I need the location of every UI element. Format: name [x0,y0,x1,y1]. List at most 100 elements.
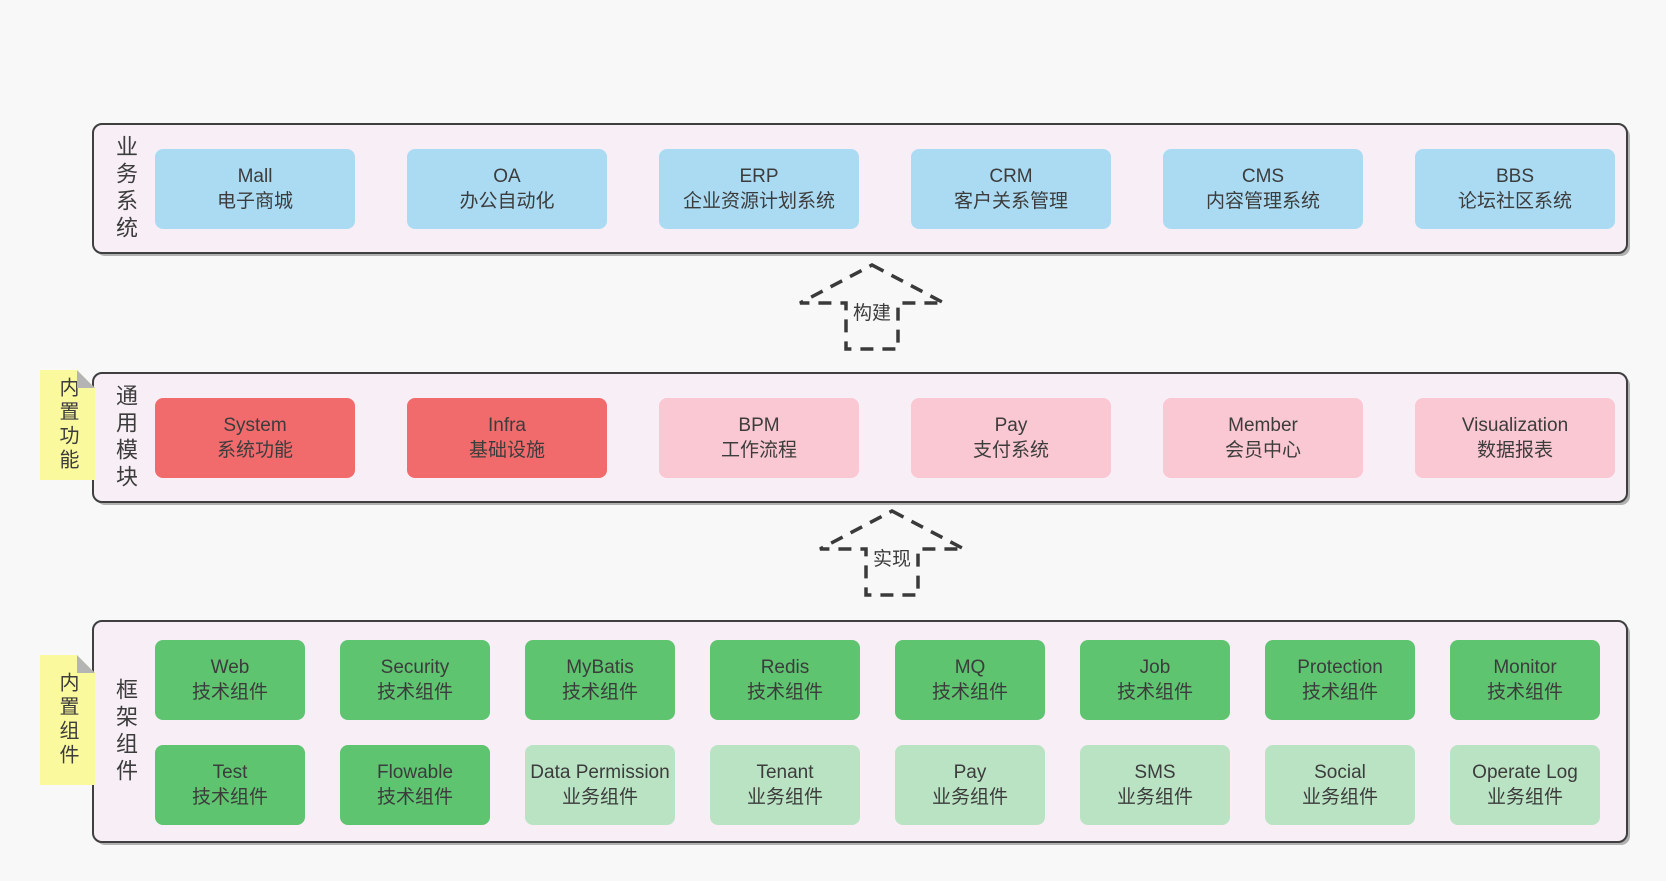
box-web: Web 技术组件 [155,640,305,720]
box-desc: 技术组件 [931,682,1008,703]
box-desc: 技术组件 [1301,682,1378,703]
modules-boxes-row: System 系统功能 Infra 基础设施 BPM 工作流程 Pay 支付系统… [155,374,1615,501]
box-name: Pay [953,762,987,783]
box-pay: Pay 支付系统 [911,397,1111,478]
box-cms: CMS 内容管理系统 [1163,148,1363,229]
box-name: Job [1139,657,1171,678]
box-protection: Protection 技术组件 [1265,640,1415,720]
box-erp: ERP 企业资源计划系统 [659,148,859,229]
components-row-1: Web 技术组件 Security 技术组件 MyBatis 技术组件 Redi… [155,640,1600,720]
box-name: SMS [1134,762,1176,783]
box-desc: 办公自动化 [459,190,555,212]
layer-label-business: 业务系统 [113,134,138,243]
box-name: Member [1228,414,1298,436]
arrow-implement: 实现 [817,508,967,598]
layer-label-modules: 通用模块 [113,383,138,492]
box-data-permission: Data Permission 业务组件 [525,745,675,825]
box-flowable: Flowable 技术组件 [340,745,490,825]
box-sms: SMS 业务组件 [1080,745,1230,825]
box-member: Member 会员中心 [1163,397,1363,478]
box-desc: 技术组件 [191,682,268,703]
box-name: Security [380,657,450,678]
box-redis: Redis 技术组件 [710,640,860,720]
box-security: Security 技术组件 [340,640,490,720]
sticky-note-built-in-functions: 内置功能 [40,370,95,480]
box-name: BPM [738,414,780,436]
box-name: CRM [989,165,1033,187]
box-pay-business: Pay 业务组件 [895,745,1045,825]
box-desc: 系统功能 [216,439,293,461]
box-desc: 技术组件 [1486,682,1563,703]
box-mq: MQ 技术组件 [895,640,1045,720]
box-test: Test 技术组件 [155,745,305,825]
layer-common-modules: 通用模块 System 系统功能 Infra 基础设施 BPM 工作流程 Pay… [92,372,1628,503]
box-name: Tenant [756,762,814,783]
box-desc: 基础设施 [468,439,545,461]
sticky-text: 内置组件 [56,672,78,768]
box-desc: 客户关系管理 [953,190,1068,212]
up-arrow-icon [799,263,945,351]
box-mall: Mall 电子商城 [155,148,355,229]
box-mybatis: MyBatis 技术组件 [525,640,675,720]
arrow-implement-label: 实现 [869,544,915,571]
box-desc: 会员中心 [1224,439,1301,461]
arrow-build-label: 构建 [849,298,895,325]
box-name: Redis [760,657,810,678]
components-rows: Web 技术组件 Security 技术组件 MyBatis 技术组件 Redi… [155,640,1600,825]
sticky-note-built-in-components: 内置组件 [40,655,95,785]
box-monitor: Monitor 技术组件 [1450,640,1600,720]
box-name: Social [1314,762,1366,783]
box-desc: 业务组件 [561,787,638,808]
box-name: CMS [1241,165,1285,187]
box-name: Monitor [1493,657,1557,678]
box-job: Job 技术组件 [1080,640,1230,720]
box-desc: 技术组件 [376,787,453,808]
box-name: Test [212,762,248,783]
layer-business-systems: 业务系统 Mall 电子商城 OA 办公自动化 ERP 企业资源计划系统 CRM… [92,123,1628,254]
components-row-2: Test 技术组件 Flowable 技术组件 Data Permission … [155,745,1600,825]
box-social: Social 业务组件 [1265,745,1415,825]
box-operate-log: Operate Log 业务组件 [1450,745,1600,825]
box-desc: 内容管理系统 [1205,190,1320,212]
box-desc: 技术组件 [746,682,823,703]
box-name: Data Permission [530,762,670,783]
box-oa: OA 办公自动化 [407,148,607,229]
box-desc: 支付系统 [972,439,1049,461]
box-name: ERP [739,165,779,187]
box-name: Pay [994,414,1028,436]
box-bpm: BPM 工作流程 [659,397,859,478]
up-arrow-icon [819,509,965,597]
box-desc: 数据报表 [1476,439,1553,461]
box-name: Operate Log [1472,762,1578,783]
box-desc: 企业资源计划系统 [682,190,835,212]
box-name: Infra [487,414,527,436]
box-desc: 业务组件 [1116,787,1193,808]
box-name: OA [493,165,521,187]
business-boxes-row: Mall 电子商城 OA 办公自动化 ERP 企业资源计划系统 CRM 客户关系… [155,125,1615,252]
box-visualization: Visualization 数据报表 [1415,397,1615,478]
box-name: MQ [954,657,986,678]
box-name: Flowable [376,762,454,783]
box-desc: 论坛社区系统 [1457,190,1572,212]
box-name: MyBatis [566,657,634,678]
box-name: System [223,414,287,436]
box-bbs: BBS 论坛社区系统 [1415,148,1615,229]
layer-label-components: 框架组件 [113,677,138,786]
box-desc: 业务组件 [1486,787,1563,808]
box-desc: 技术组件 [1116,682,1193,703]
arrow-build: 构建 [797,262,947,352]
box-desc: 业务组件 [746,787,823,808]
box-name: Visualization [1461,414,1569,436]
box-tenant: Tenant 业务组件 [710,745,860,825]
box-desc: 技术组件 [376,682,453,703]
box-desc: 技术组件 [561,682,638,703]
box-system: System 系统功能 [155,397,355,478]
box-desc: 电子商城 [216,190,293,212]
box-name: BBS [1495,165,1535,187]
box-desc: 工作流程 [720,439,797,461]
box-infra: Infra 基础设施 [407,397,607,478]
box-name: Web [210,657,250,678]
box-desc: 业务组件 [1301,787,1378,808]
box-crm: CRM 客户关系管理 [911,148,1111,229]
